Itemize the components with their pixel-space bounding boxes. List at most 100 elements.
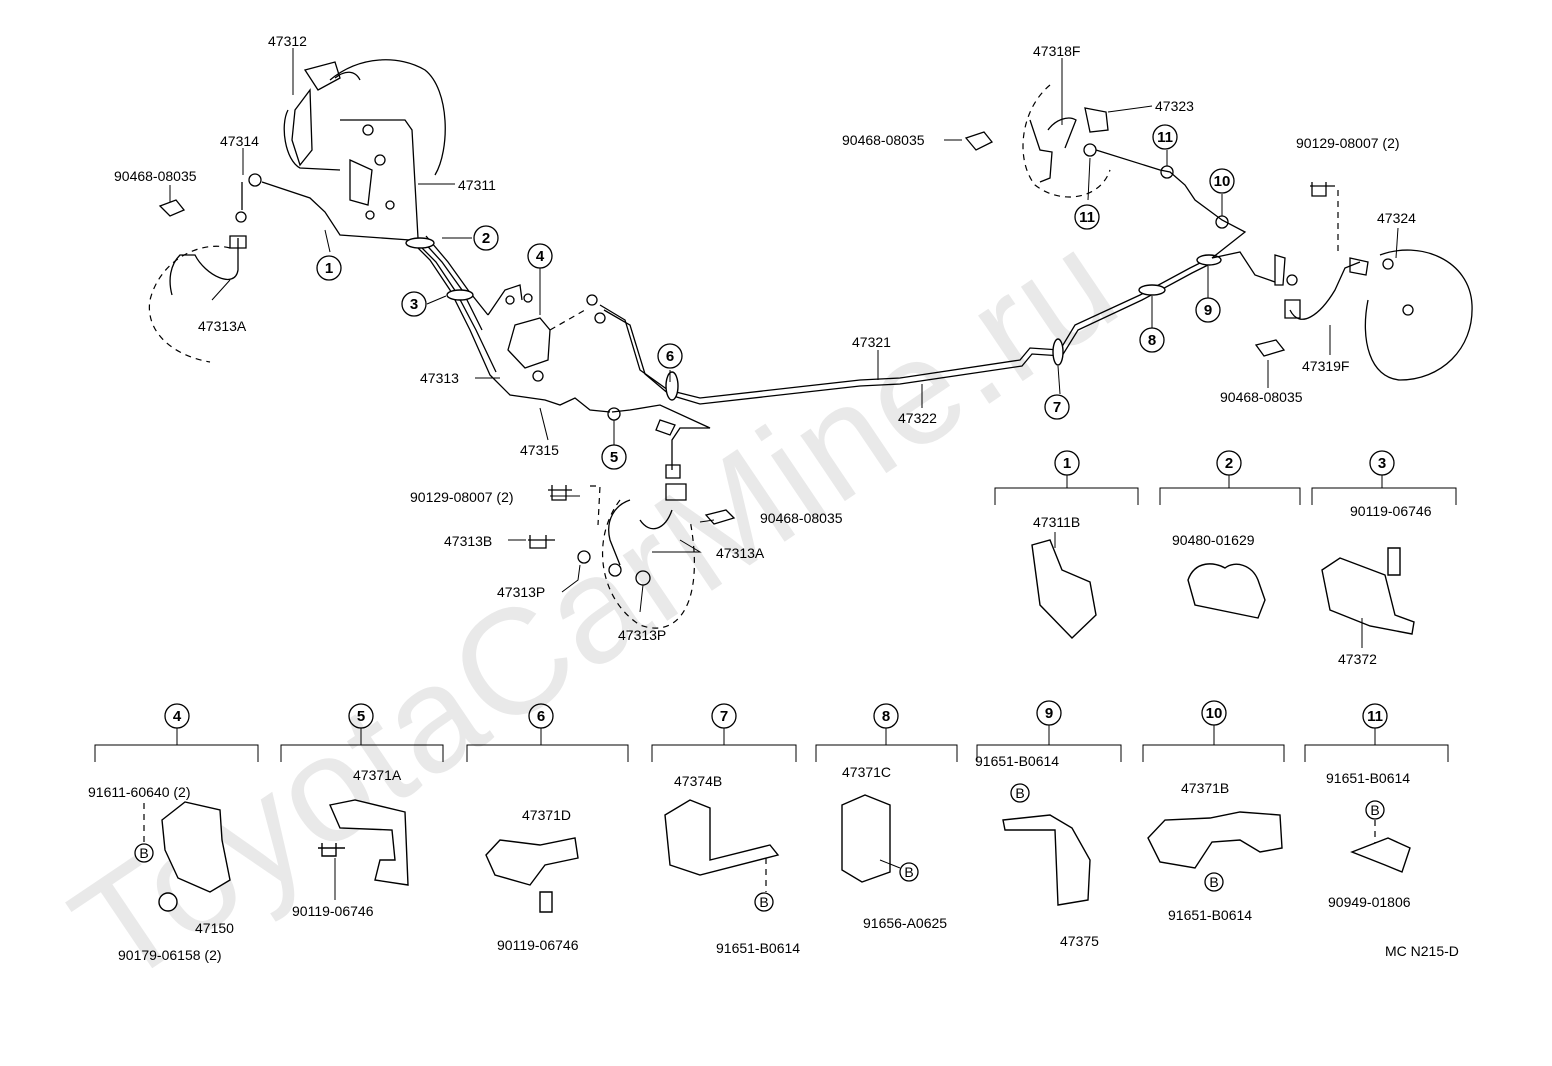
callout-6: 6	[657, 343, 683, 369]
svg-text:6: 6	[537, 708, 545, 725]
label-47321: 47321	[852, 334, 891, 350]
svg-text:B: B	[759, 894, 768, 910]
svg-text:B: B	[1370, 802, 1379, 818]
callout-1: 1	[316, 255, 342, 281]
svg-text:91651-B0614: 91651-B0614	[975, 753, 1059, 769]
label-90468-08035-d: 90468-08035	[1220, 389, 1303, 405]
callout-9: 9	[1195, 297, 1221, 323]
svg-text:11: 11	[1367, 708, 1383, 725]
label-47322: 47322	[898, 410, 937, 426]
svg-text:90480-01629: 90480-01629	[1172, 532, 1255, 548]
label-47313P-b: 47313P	[618, 627, 666, 643]
svg-text:9: 9	[1204, 302, 1212, 319]
label-47312: 47312	[268, 33, 307, 49]
detail-1: 1 47311B	[994, 450, 1139, 639]
svg-text:4: 4	[536, 248, 545, 265]
label-47313P-a: 47313P	[497, 584, 545, 600]
detail-9: 9 91651-B0614 B 47375	[975, 700, 1122, 949]
svg-text:90119-06746: 90119-06746	[1350, 503, 1432, 519]
svg-text:3: 3	[1378, 455, 1386, 472]
detail-11: 11 91651-B0614 B 90949-01806	[1304, 703, 1449, 910]
svg-text:47371D: 47371D	[522, 807, 571, 823]
label-47323: 47323	[1155, 98, 1194, 114]
detail-7: 7 47374B B 91651-B0614	[651, 703, 800, 956]
svg-text:11: 11	[1079, 209, 1095, 226]
svg-text:91656-A0625: 91656-A0625	[863, 915, 947, 931]
svg-text:4: 4	[173, 708, 182, 725]
svg-text:47374B: 47374B	[674, 773, 722, 789]
label-90468-08035-b: 90468-08035	[760, 510, 843, 526]
svg-text:10: 10	[1206, 705, 1223, 722]
svg-text:8: 8	[882, 708, 890, 725]
drawing-code: MC N215-D	[1385, 943, 1459, 959]
svg-text:2: 2	[482, 230, 490, 247]
master-cylinder-drawing	[283, 59, 446, 239]
label-47311: 47311	[458, 177, 496, 193]
svg-text:90119-06746: 90119-06746	[292, 903, 374, 919]
callout-8: 8	[1139, 327, 1165, 353]
svg-text:3: 3	[410, 296, 418, 313]
svg-text:90949-01806: 90949-01806	[1328, 894, 1411, 910]
svg-text:91651-B0614: 91651-B0614	[1326, 770, 1410, 786]
label-47319F: 47319F	[1302, 358, 1349, 374]
svg-text:47371B: 47371B	[1181, 780, 1229, 796]
svg-text:5: 5	[610, 449, 618, 466]
label-90129-08007-a: 90129-08007 (2)	[410, 489, 514, 505]
label-47324: 47324	[1377, 210, 1416, 226]
callout-11-a: 11	[1152, 124, 1178, 150]
svg-text:1: 1	[325, 260, 333, 277]
svg-text:B: B	[139, 845, 148, 861]
main-assembly: 47312 47314 90468-08035 47311 47313A 473…	[114, 33, 1473, 643]
main-callouts: 1 2 3 4 5 6 7 8 9 10 11 11	[316, 124, 1235, 470]
svg-text:10: 10	[1214, 173, 1231, 190]
label-47315: 47315	[520, 442, 559, 458]
svg-text:8: 8	[1148, 332, 1156, 349]
label-47313B: 47313B	[444, 533, 492, 549]
svg-text:1: 1	[1063, 455, 1071, 472]
label-47318F: 47318F	[1033, 43, 1080, 59]
svg-text:47311B: 47311B	[1033, 514, 1080, 530]
svg-text:B: B	[904, 864, 913, 880]
svg-text:47372: 47372	[1338, 651, 1377, 667]
callout-10: 10	[1209, 168, 1235, 194]
svg-text:47150: 47150	[195, 920, 234, 936]
detail-4: 4 91611-60640 (2) B 47150 90179-06158 (2…	[88, 703, 259, 963]
detail-10: 10 47371B B 91651-B0614	[1142, 700, 1285, 923]
svg-text:47371A: 47371A	[353, 767, 402, 783]
svg-text:47375: 47375	[1060, 933, 1099, 949]
svg-text:90179-06158 (2): 90179-06158 (2)	[118, 947, 222, 963]
detail-views: 1 47311B 2 90480-01629 3 90119-06746 473…	[88, 450, 1459, 963]
main-labels: 47312 47314 90468-08035 47311 47313A 473…	[114, 33, 1416, 643]
svg-text:91651-B0614: 91651-B0614	[1168, 907, 1252, 923]
rear-left-line-drawing	[528, 404, 736, 629]
svg-text:5: 5	[357, 708, 365, 725]
label-90468-08035-a: 90468-08035	[114, 168, 197, 184]
svg-text:7: 7	[720, 708, 728, 725]
label-47313: 47313	[420, 370, 459, 386]
callout-4: 4	[527, 243, 553, 269]
callout-5: 5	[601, 444, 627, 470]
label-47314: 47314	[220, 133, 259, 149]
rear-right-drawing	[964, 84, 1473, 381]
p-valve-drawing	[507, 254, 1222, 405]
svg-text:7: 7	[1053, 399, 1061, 416]
detail-5: 5 47371A 90119-06746	[280, 703, 444, 919]
callout-7: 7	[1044, 394, 1070, 420]
detail-3: 3 90119-06746 47372	[1311, 450, 1457, 667]
label-47313A-b: 47313A	[716, 545, 765, 561]
svg-text:91611-60640 (2): 91611-60640 (2)	[88, 784, 190, 800]
detail-8: 8 47371C B 91656-A0625	[815, 703, 958, 931]
svg-text:11: 11	[1157, 129, 1173, 146]
front-left-hose-drawing	[148, 173, 411, 363]
svg-text:6: 6	[666, 348, 674, 365]
leader-lines	[169, 48, 1399, 613]
svg-text:B: B	[1015, 785, 1024, 801]
svg-text:91651-B0614: 91651-B0614	[716, 940, 800, 956]
callout-11-b: 11	[1074, 204, 1100, 230]
pipe-bundle	[405, 235, 611, 413]
svg-text:2: 2	[1225, 455, 1233, 472]
svg-text:9: 9	[1045, 705, 1053, 722]
callout-2: 2	[473, 225, 499, 251]
svg-text:B: B	[1209, 874, 1218, 890]
